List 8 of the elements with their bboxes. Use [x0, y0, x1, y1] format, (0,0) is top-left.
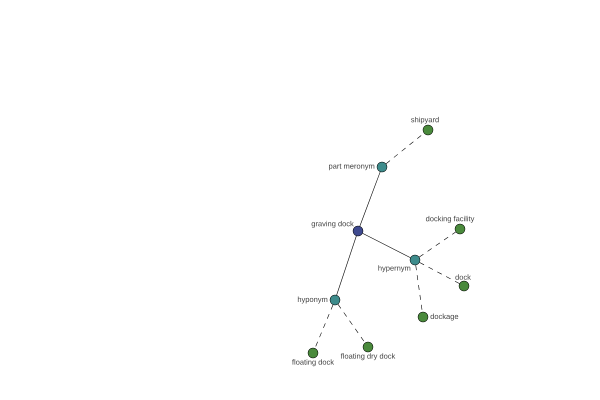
connector-line	[419, 232, 456, 258]
connector-line	[419, 262, 460, 284]
connector-line	[338, 304, 366, 343]
connector-line	[360, 172, 380, 226]
connector-line	[362, 233, 411, 258]
connector-line	[336, 236, 357, 296]
connector-line	[314, 304, 334, 348]
connector-line	[415, 264, 423, 312]
